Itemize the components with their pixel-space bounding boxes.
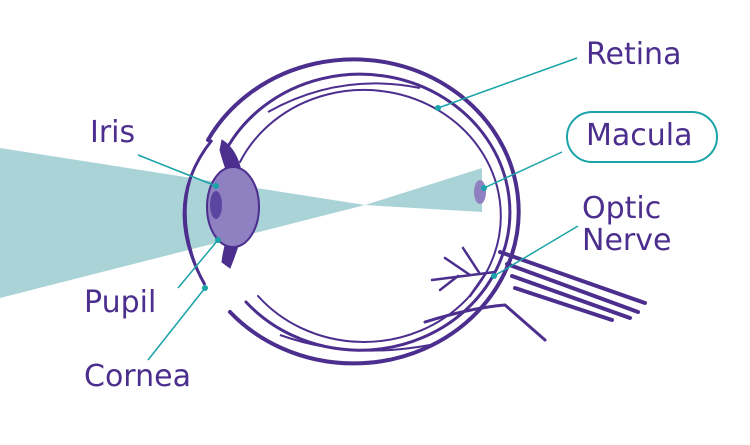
label-pupil: Pupil [84, 285, 157, 320]
pupil-marker [210, 191, 222, 219]
leader-lines [137, 57, 579, 361]
optic-nerve [423, 250, 647, 342]
lens [206, 166, 260, 248]
macula-marker [474, 180, 486, 204]
leader-dots [202, 105, 497, 291]
cornea-inner [185, 149, 205, 276]
light-beam-focused [365, 168, 482, 212]
blood-vessels [430, 246, 497, 298]
retina-layer-top [267, 82, 421, 113]
label-cornea: Cornea [84, 359, 191, 394]
label-retina: Retina [586, 37, 682, 72]
label-nerve: Nerve [582, 223, 672, 258]
label-macula: Macula [586, 118, 693, 153]
label-iris: Iris [90, 115, 136, 150]
label-optic: Optic [582, 191, 662, 226]
retina-layer-bottom [279, 334, 431, 352]
light-beam-entering [0, 148, 365, 298]
macula-highlight-outline [566, 111, 718, 163]
